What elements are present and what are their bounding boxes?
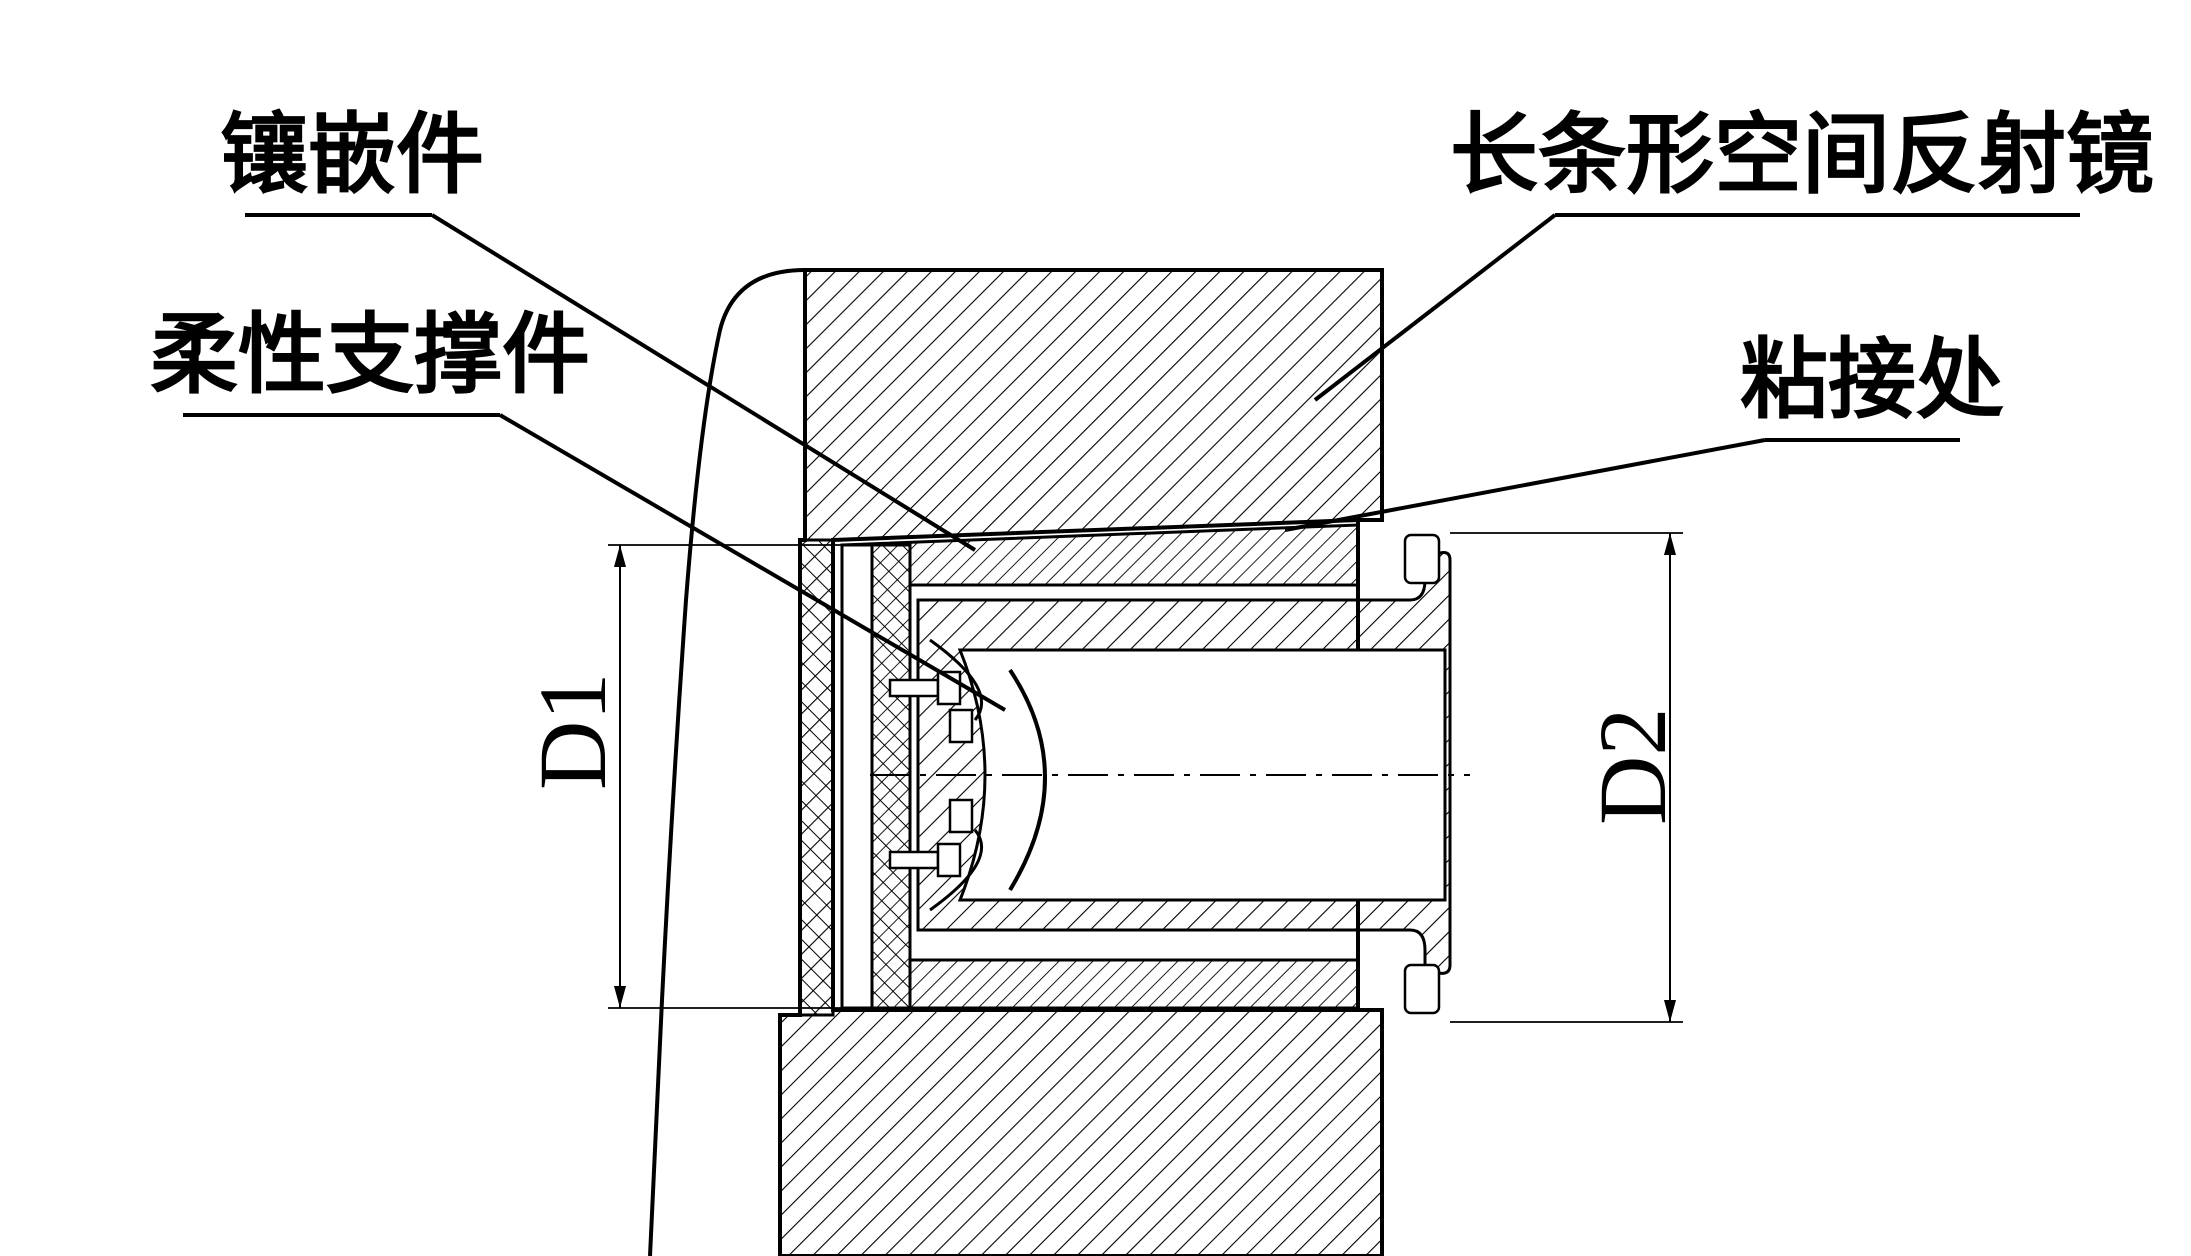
label-inlay: 镶嵌件 — [220, 102, 485, 206]
d2-arrow-top — [1664, 533, 1676, 555]
inlay-inner-wall — [870, 543, 912, 1010]
screw-group — [888, 670, 974, 878]
flange-bolts — [1403, 533, 1441, 1015]
flex-membrane-curve-inner — [929, 638, 984, 912]
flex-membrane-curve — [1008, 668, 1047, 892]
label-mirror: 长条形空间反射镜 — [1450, 102, 2155, 206]
d1-arrow-top — [614, 545, 626, 567]
label-flex-support: 柔性支撑件 — [150, 302, 591, 406]
mirror-curved-edge — [648, 268, 806, 1256]
leader-flex-support — [183, 413, 1007, 712]
inlay-left-strip — [840, 543, 874, 1010]
leader-inlay — [245, 213, 977, 552]
leader-bond — [1284, 438, 1960, 532]
cavity-wall — [798, 538, 835, 1017]
leader-mirror — [1313, 213, 2080, 402]
d2-arrow-bottom — [1664, 1000, 1676, 1022]
dimension-d1-label: D1 — [519, 672, 626, 790]
dimension-d2-label: D2 — [1579, 707, 1686, 825]
label-bond: 粘接处 — [1740, 327, 2005, 431]
d1-arrow-bottom — [614, 986, 626, 1008]
